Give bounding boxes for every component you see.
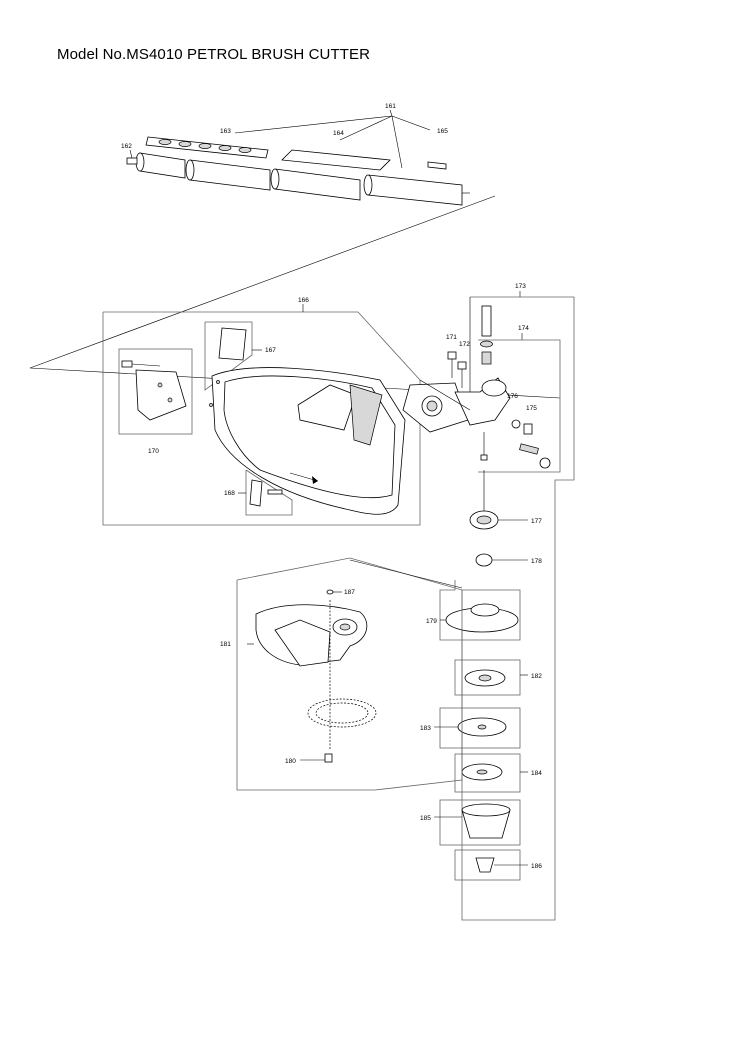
label-182: 182: [531, 673, 542, 680]
label-163: 163: [220, 128, 231, 135]
label-175: 175: [526, 405, 537, 412]
label-176: 176: [507, 393, 518, 400]
label-186: 186: [531, 863, 542, 870]
label-161: 161: [385, 103, 396, 110]
label-180: 180: [285, 758, 296, 765]
label-166: 166: [298, 297, 309, 304]
shaft-assembly: [29, 109, 561, 399]
label-183: 183: [420, 725, 431, 732]
label-185: 185: [420, 815, 431, 822]
label-172: 172: [459, 341, 470, 348]
label-174: 174: [518, 325, 529, 332]
label-171: 171: [446, 334, 457, 341]
label-184: 184: [531, 770, 542, 777]
label-181: 181: [220, 641, 231, 648]
page-title: Model No.MS4010 PETROL BRUSH CUTTER: [57, 46, 371, 63]
label-177: 177: [531, 518, 542, 525]
label-173: 173: [515, 283, 526, 290]
label-187: 187: [344, 589, 355, 596]
spindle-stack: [434, 470, 528, 881]
lower-guard-assembly: [236, 557, 463, 791]
label-165: 165: [437, 128, 448, 135]
guard-assembly: [102, 304, 421, 526]
label-168: 168: [224, 490, 235, 497]
label-167: 167: [265, 347, 276, 354]
label-179: 179: [426, 618, 437, 625]
label-162: 162: [121, 143, 132, 150]
gear-head-assembly: [402, 291, 575, 921]
label-164: 164: [333, 130, 344, 137]
label-178: 178: [531, 558, 542, 565]
label-170: 170: [148, 448, 159, 455]
